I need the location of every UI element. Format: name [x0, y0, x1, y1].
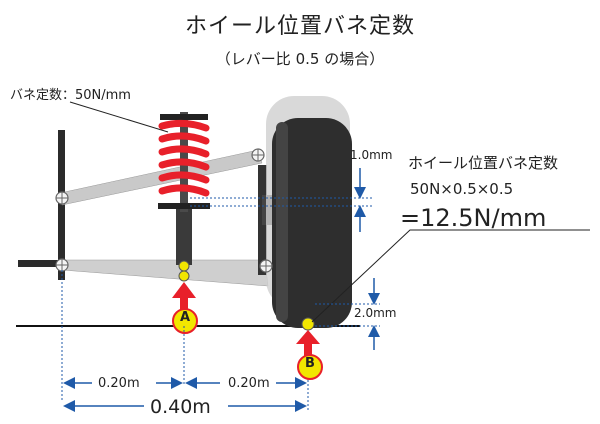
spring-upper-seat	[160, 114, 208, 120]
dimension-guides	[61, 197, 380, 410]
displacement-arrows	[354, 168, 380, 350]
point-b-label: B	[305, 356, 315, 371]
spring-leader	[69, 101, 169, 133]
damper-body	[176, 205, 192, 265]
frame-post	[58, 130, 65, 280]
page-title: ホイール位置バネ定数	[184, 14, 415, 39]
tire-highlight	[276, 122, 288, 322]
point-b-badge	[297, 354, 323, 380]
spring-lower-seat	[158, 203, 210, 209]
lower-arm	[59, 259, 269, 287]
coil-spring	[158, 119, 210, 197]
lower-displacement-label: 2.0mm	[354, 306, 397, 320]
spring-rate-label: バネ定数：50N/mm	[10, 88, 131, 103]
distance-total: 0.40m	[150, 396, 211, 418]
formula-leader	[311, 229, 590, 323]
point-a-label: A	[179, 310, 191, 325]
distance-spring-to-wheel: 0.20m	[228, 376, 270, 391]
distance-pivot-to-spring: 0.20m	[98, 376, 140, 391]
tire	[272, 118, 352, 328]
lower-frame-stub	[18, 260, 64, 267]
force-arrows	[172, 282, 320, 356]
formula-expression: 50N×0.5×0.5	[410, 180, 514, 198]
distance-arrows	[63, 377, 307, 412]
page-subtitle: （レバー比 0.5 の場合）	[215, 50, 385, 68]
formula-result: =12.5N/mm	[400, 204, 547, 232]
upper-displacement-label: 1.0mm	[350, 148, 393, 162]
point-a-badge	[172, 308, 198, 334]
formula-heading: ホイール位置バネ定数	[408, 154, 559, 172]
